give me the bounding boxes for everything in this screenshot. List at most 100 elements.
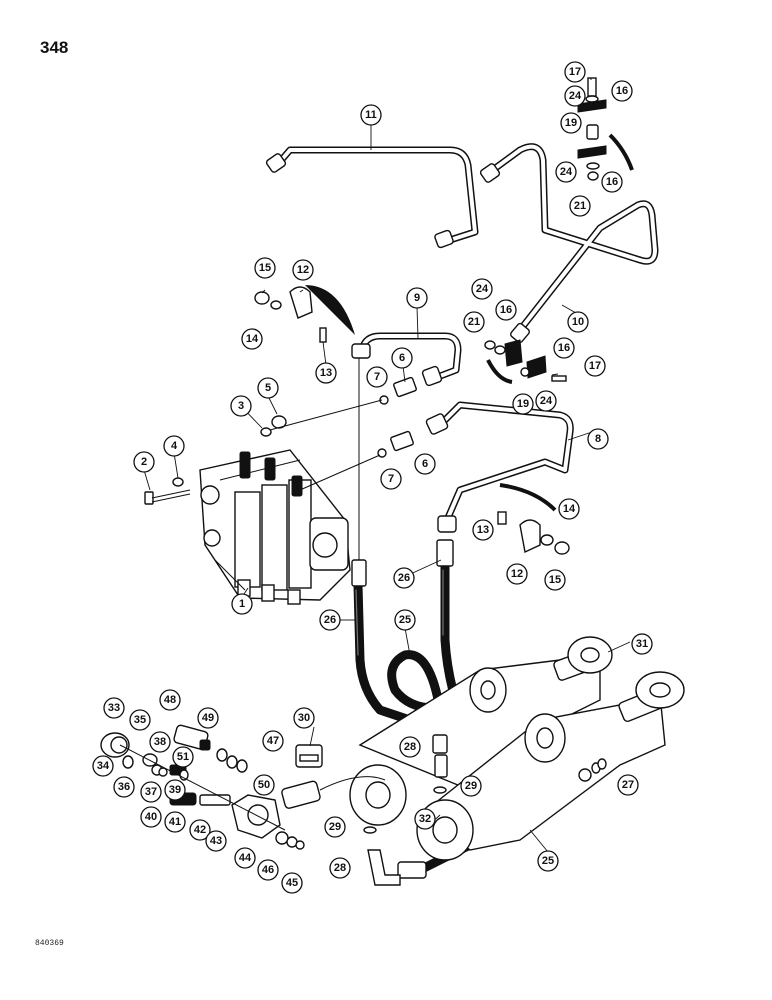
svg-text:28: 28 — [334, 862, 346, 874]
callout-5: 5 — [257, 377, 279, 399]
svg-text:40: 40 — [145, 811, 157, 823]
fitting-6-lower — [377, 430, 414, 458]
tube-9 — [351, 332, 462, 387]
clamp-group-upper — [254, 285, 355, 343]
ring-34 — [122, 755, 134, 769]
callout-3: 3 — [230, 395, 252, 417]
callout-48: 48 — [159, 689, 181, 711]
svg-text:11: 11 — [365, 109, 377, 121]
clamp-group-lower — [497, 483, 570, 555]
svg-text:47: 47 — [267, 735, 279, 747]
svg-text:46: 46 — [262, 864, 274, 876]
svg-text:16: 16 — [606, 176, 618, 188]
svg-text:19: 19 — [517, 398, 529, 410]
svg-text:36: 36 — [118, 781, 130, 793]
callout-24-a: 24 — [564, 85, 586, 107]
callout-19-a: 19 — [560, 112, 582, 134]
svg-text:27: 27 — [622, 779, 634, 791]
valve-body-43 — [231, 794, 281, 839]
poppet-41-42 — [199, 794, 231, 806]
callout-24-b: 24 — [555, 161, 577, 183]
callout-41: 41 — [164, 811, 186, 833]
svg-text:12: 12 — [511, 568, 523, 580]
svg-text:24: 24 — [476, 283, 489, 295]
fitting-6-upper — [379, 376, 417, 405]
svg-text:24: 24 — [569, 90, 582, 102]
svg-text:42: 42 — [194, 824, 206, 836]
callout-28-upper: 28 — [399, 736, 421, 758]
callout-14-lower: 14 — [558, 498, 580, 520]
svg-text:9: 9 — [414, 292, 420, 304]
fitting-28-upper — [432, 734, 448, 778]
callout-45: 45 — [281, 872, 303, 894]
callout-11: 11 — [360, 104, 382, 126]
svg-text:51: 51 — [177, 751, 189, 763]
svg-text:25: 25 — [399, 614, 411, 626]
svg-text:29: 29 — [329, 821, 341, 833]
callout-26-left: 26 — [319, 609, 341, 631]
callout-8: 8 — [587, 428, 609, 450]
washer-4 — [172, 477, 184, 487]
svg-text:25: 25 — [542, 855, 554, 867]
svg-text:45: 45 — [286, 877, 298, 889]
svg-text:7: 7 — [388, 473, 394, 485]
callout-7-upper: 7 — [366, 366, 388, 388]
callout-34: 34 — [92, 755, 114, 777]
callout-6-lower: 6 — [414, 453, 436, 475]
svg-text:50: 50 — [258, 779, 270, 791]
callout-7-lower: 7 — [380, 468, 402, 490]
svg-text:48: 48 — [164, 694, 176, 706]
svg-text:15: 15 — [259, 262, 271, 274]
callout-30: 30 — [293, 707, 315, 729]
callout-10: 10 — [567, 311, 589, 333]
callout-17-a: 17 — [564, 61, 586, 83]
callout-15-upper: 15 — [254, 257, 276, 279]
illustration-reference-code: 840369 — [35, 939, 64, 948]
svg-text:7: 7 — [374, 371, 380, 383]
callout-16-c: 16 — [495, 299, 517, 321]
callout-4: 4 — [163, 435, 185, 457]
cylinder-31-rear — [358, 636, 613, 791]
svg-text:26: 26 — [398, 572, 410, 584]
callout-12-upper: 12 — [292, 259, 314, 281]
svg-text:6: 6 — [399, 352, 405, 364]
svg-text:13: 13 — [477, 524, 489, 536]
svg-text:33: 33 — [108, 702, 120, 714]
svg-text:2: 2 — [141, 456, 147, 468]
callout-35: 35 — [129, 709, 151, 731]
o-ring-29 — [363, 786, 447, 834]
callout-16-b: 16 — [601, 171, 623, 193]
callout-29-lower: 29 — [324, 816, 346, 838]
svg-text:37: 37 — [145, 786, 157, 798]
svg-text:14: 14 — [563, 503, 576, 515]
washer-3 — [260, 427, 272, 437]
callout-26-right: 26 — [393, 567, 415, 589]
svg-text:44: 44 — [239, 852, 252, 864]
callout-19-b: 19 — [512, 393, 534, 415]
svg-text:1: 1 — [239, 598, 245, 610]
svg-text:49: 49 — [202, 712, 214, 724]
callout-16-d: 16 — [553, 337, 575, 359]
callout-39: 39 — [164, 779, 186, 801]
clamp-group-top-right — [577, 77, 634, 181]
svg-text:32: 32 — [419, 813, 431, 825]
svg-text:16: 16 — [616, 85, 628, 97]
svg-text:30: 30 — [298, 712, 310, 724]
tube-8 — [425, 401, 574, 533]
callout-9: 9 — [406, 287, 428, 309]
callout-36: 36 — [113, 776, 135, 798]
callout-25-lower: 25 — [537, 850, 559, 872]
callout-37: 37 — [140, 781, 162, 803]
svg-text:21: 21 — [468, 316, 480, 328]
svg-text:17: 17 — [569, 66, 581, 78]
svg-text:39: 39 — [169, 784, 181, 796]
svg-text:24: 24 — [540, 395, 553, 407]
cartridge-48 — [173, 724, 211, 751]
svg-text:38: 38 — [154, 736, 166, 748]
svg-text:26: 26 — [324, 614, 336, 626]
callout-47: 47 — [262, 730, 284, 752]
svg-text:12: 12 — [297, 264, 309, 276]
o-rings-44-46 — [275, 831, 305, 850]
callout-24-c: 24 — [471, 278, 493, 300]
callout-33: 33 — [103, 697, 125, 719]
